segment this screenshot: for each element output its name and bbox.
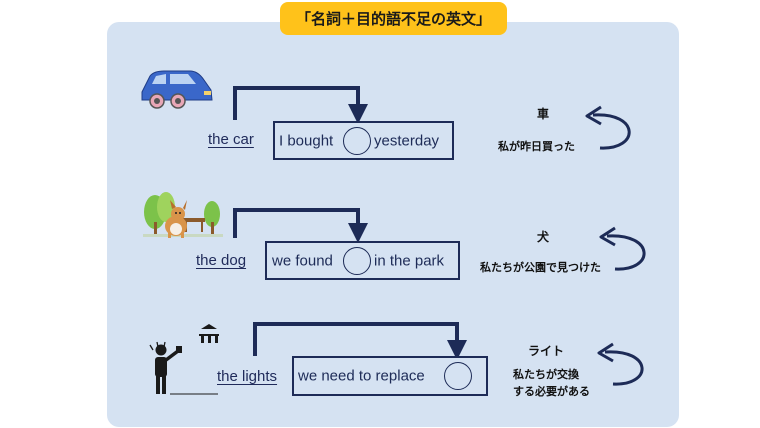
clause-before-gap: I bought bbox=[279, 132, 334, 149]
relative-clause-box: we need to replace bbox=[292, 356, 488, 396]
missing-object-circle bbox=[343, 246, 371, 275]
clause-before-gap: we found bbox=[272, 252, 333, 269]
missing-object-circle bbox=[444, 362, 472, 390]
bracket-arrow-2 bbox=[233, 208, 368, 243]
curved-arrow-3 bbox=[597, 342, 644, 386]
jp-translation: 私たちが交換 する必要がある bbox=[513, 368, 590, 398]
relative-clause-box: I bought yesterday bbox=[273, 121, 454, 160]
jp-word: 車 bbox=[537, 107, 550, 121]
bracket-arrow-1 bbox=[233, 86, 368, 124]
curved-arrow-2 bbox=[599, 226, 646, 271]
jp-word: ライト bbox=[528, 344, 565, 358]
noun-label: the car bbox=[208, 131, 254, 148]
jp-word: 犬 bbox=[537, 230, 550, 244]
car-icon bbox=[141, 70, 213, 109]
person-changing-lights-icon bbox=[149, 324, 219, 395]
clause-before-gap: we need to replace bbox=[298, 367, 425, 385]
title-badge: 「名詞＋目的語不足の英文」 bbox=[280, 2, 507, 35]
clause-after-gap: yesterday bbox=[374, 132, 440, 149]
bracket-arrow-3 bbox=[253, 322, 467, 360]
curved-arrow-1 bbox=[585, 105, 631, 150]
jp-translation: 私が昨日買った bbox=[498, 140, 575, 153]
noun-label: the dog bbox=[196, 252, 247, 269]
jp-translation: 私たちが公園で見つけた bbox=[480, 261, 601, 274]
clause-after-gap: in the park bbox=[374, 252, 445, 269]
dog-in-park-icon bbox=[143, 192, 223, 238]
noun-label: the lights bbox=[217, 368, 278, 385]
missing-object-circle bbox=[343, 126, 371, 155]
relative-clause-box: we found in the park bbox=[265, 241, 460, 280]
